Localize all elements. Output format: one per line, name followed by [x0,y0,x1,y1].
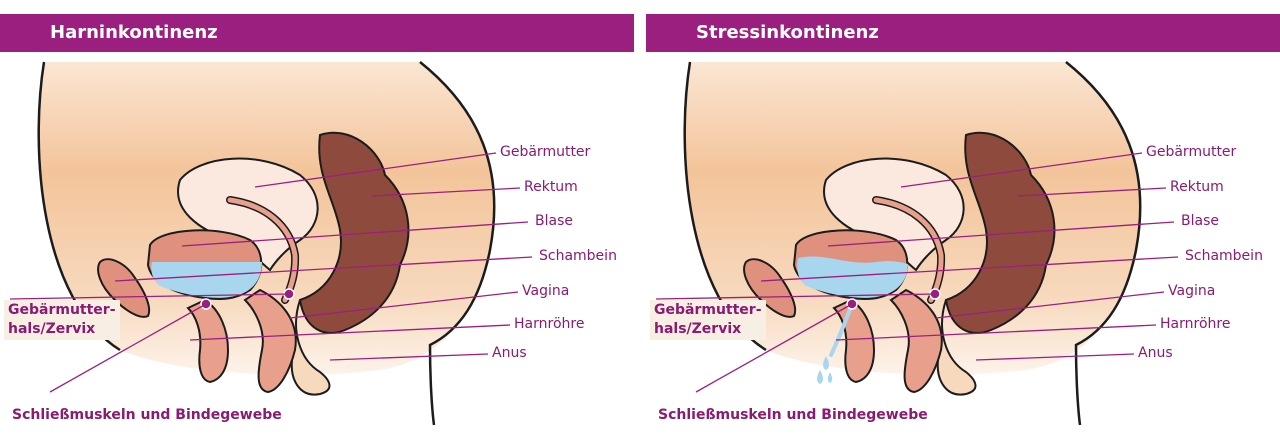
leader-bladder [181,221,529,247]
panel-title: Harninkontinenz [50,22,218,43]
leader-rectum [1017,187,1167,197]
label-pubic-bone: Schambein [539,248,617,264]
label-uterus: Gebärmutter [1146,144,1237,160]
leader-cervix [655,293,936,300]
leader-bladder [827,221,1175,247]
label-cervix: Gebärmutter- hals/Zervix [650,300,766,340]
leader-pubic-bone [114,256,533,282]
urine-drop [827,372,833,383]
leader-anus [975,353,1135,361]
label-urethra: Harnröhre [1160,316,1231,332]
leader-pubic-bone [760,256,1179,282]
urine-drop [817,370,823,384]
panel-harninkontinenz: Harninkontinenz [0,0,634,439]
label-urethra: Harnröhre [514,316,585,332]
label-sphincter: Schließmuskeln und Bindegewebe [658,407,928,423]
label-rectum: Rektum [524,179,578,195]
urine-drop [823,356,829,370]
label-uterus: Gebärmutter [500,144,591,160]
pubic-bone-shape [97,258,151,318]
leader-vagina [935,291,1165,319]
label-bladder: Blase [535,213,573,229]
anatomy-illustration [655,61,1179,426]
leader-urethra [189,324,511,341]
label-vagina: Vagina [1168,283,1216,299]
label-rectum: Rektum [1170,179,1224,195]
leader-uterus [254,152,497,188]
rectum-shape [944,131,1056,334]
urine-fill [797,256,908,298]
leader-anus [329,353,489,361]
leader-cervix [9,293,290,300]
label-sphincter: Schließmuskeln und Bindegewebe [12,407,282,423]
label-pubic-bone: Schambein [1185,248,1263,264]
header-bar: Harninkontinenz [0,14,634,52]
label-cervix: Gebärmutter- hals/Zervix [4,300,120,340]
urethra-shape [186,298,230,384]
label-anus: Anus [492,345,527,361]
leader-urethra [835,324,1157,341]
pubic-bone-shape [743,258,797,318]
leader-sphincter [49,303,207,393]
label-anus: Anus [1138,345,1173,361]
rectum-shape [298,131,410,334]
label-bladder: Blase [1181,213,1219,229]
leader-sphincter [695,303,853,393]
panel-title: Stressinkontinenz [696,22,879,43]
urine-fill [151,262,262,298]
header-bar: Stressinkontinenz [646,14,1280,52]
leader-vagina [289,291,519,319]
anatomy-illustration [9,61,533,426]
vagina-shape [889,288,943,394]
vagina-shape [243,288,297,394]
panel-stressinkontinenz: Stressinkontinenz [646,0,1280,439]
label-vagina: Vagina [522,283,570,299]
leader-uterus [900,152,1143,188]
leader-rectum [371,187,521,197]
